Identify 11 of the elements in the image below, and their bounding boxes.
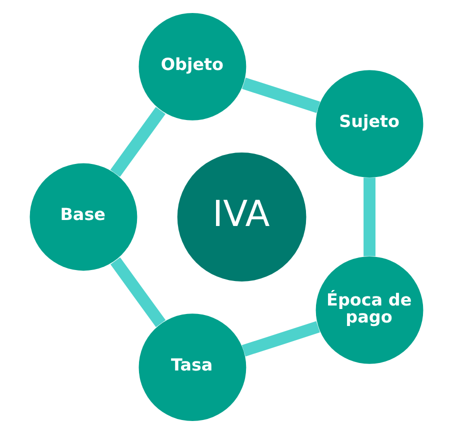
connector (110, 257, 166, 328)
node-circle: Objeto (138, 12, 246, 120)
node-circle: Tasa (138, 314, 246, 422)
connector (241, 321, 320, 356)
node-circle: Sujeto (315, 70, 423, 178)
node-circle: Época de pago (315, 256, 423, 364)
connector (363, 178, 375, 256)
connector (110, 107, 165, 177)
node-circle: IVA (176, 152, 306, 282)
connector (242, 78, 320, 113)
node-circle: Base (29, 163, 137, 271)
